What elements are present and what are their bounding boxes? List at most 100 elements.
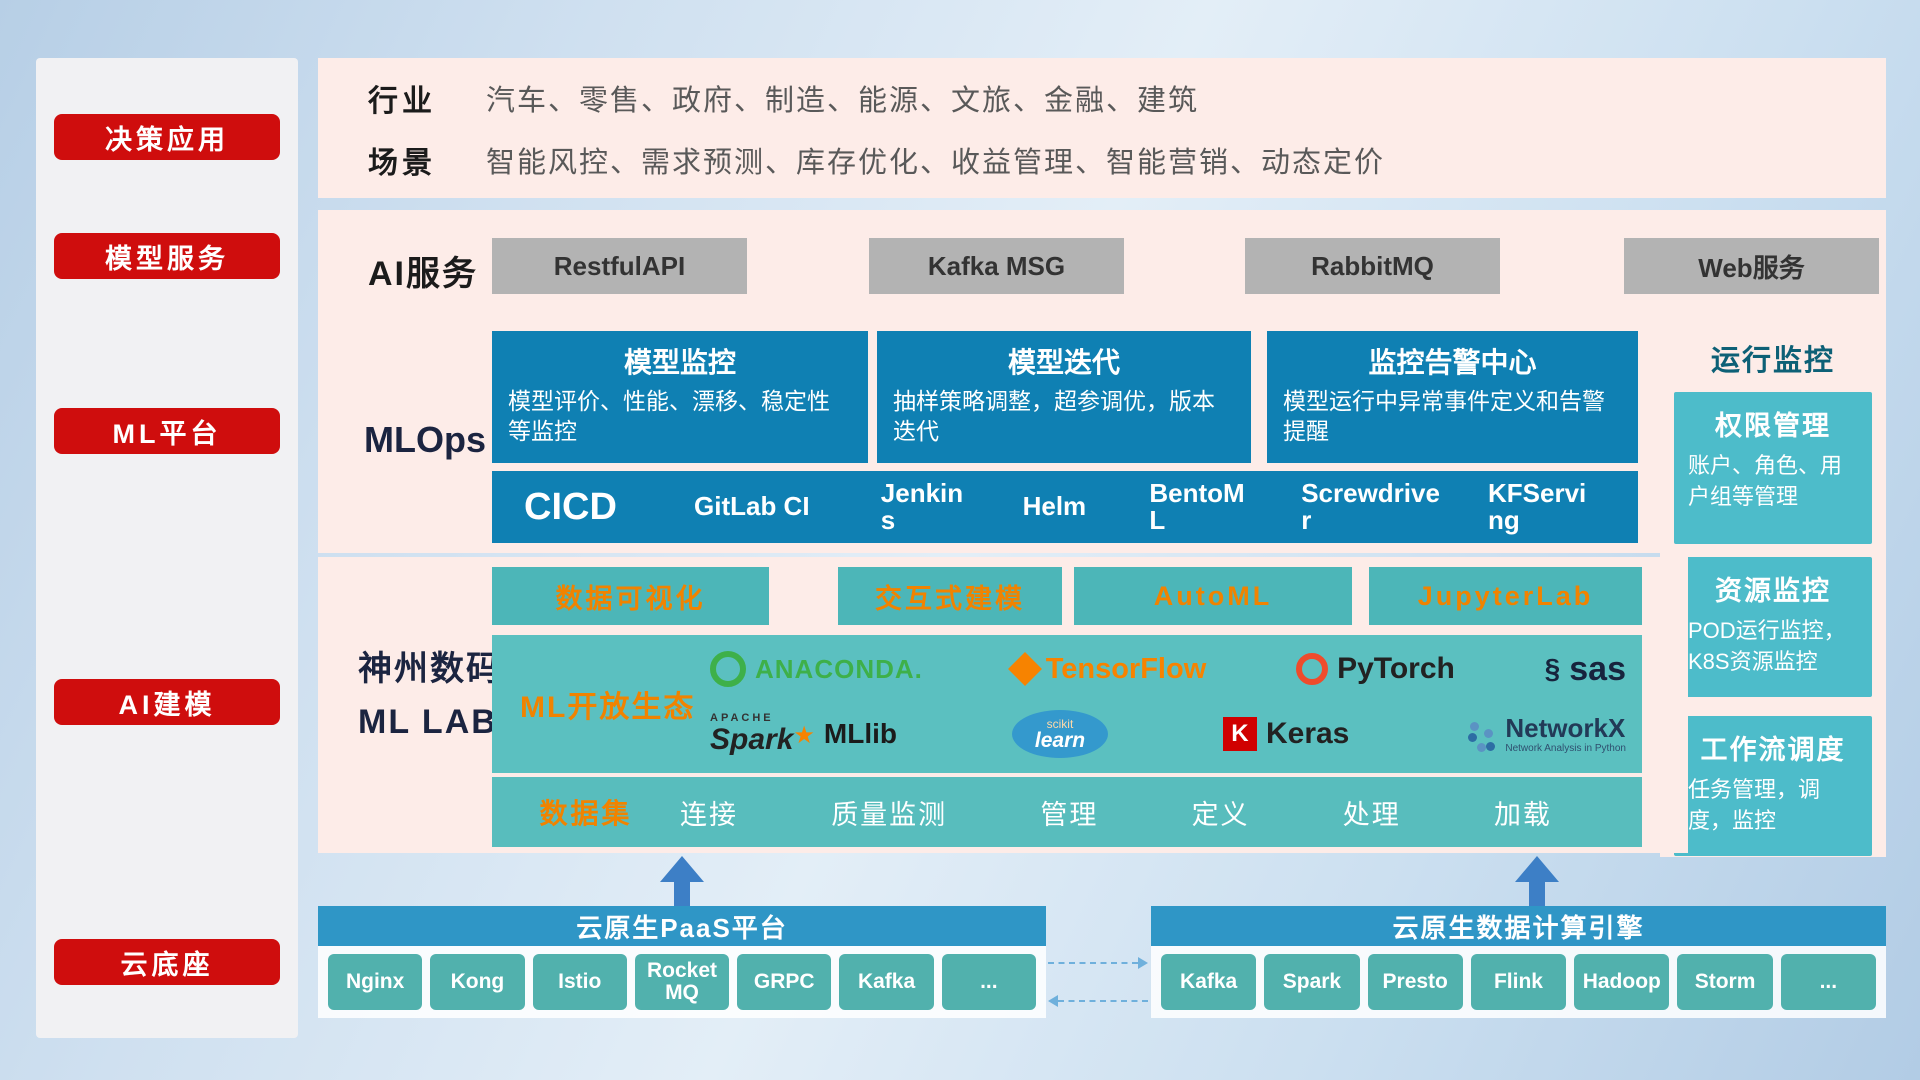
cicd-item-jenkins: Jenkins <box>880 477 964 535</box>
spark-star-icon: ★ <box>793 722 815 750</box>
up-arrow-right-stem <box>1529 880 1545 906</box>
learn-label: learn <box>1034 728 1086 752</box>
dataset-item-define: 定义 <box>1191 799 1250 830</box>
kafka-button[interactable]: Kafka <box>839 954 934 1010</box>
interactive-modeling-button[interactable]: 交互式建模 <box>838 567 1062 625</box>
paas-more-button[interactable]: ... <box>941 954 1036 1010</box>
sas-icon: § <box>1544 653 1561 685</box>
engine-tools-row: Kafka Spark Presto Flink Hadoop Storm ..… <box>1151 946 1886 1018</box>
apache-label: APACHE <box>710 712 774 725</box>
nginx-button[interactable]: Nginx <box>328 954 423 1010</box>
card-desc: 模型运行中异常事件定义和告警提醒 <box>1283 388 1605 444</box>
card-title: 工作流调度 <box>1700 735 1846 765</box>
mlops-label: MLOps <box>364 419 486 460</box>
tensorflow-label: TensorFlow <box>1045 652 1207 685</box>
industry-label: 行业 <box>368 85 436 118</box>
ml-ecosystem-logos: ANACONDA. TensorFlow PyTorch § sas <box>710 639 1626 769</box>
card-title: 资源监控 <box>1715 576 1831 606</box>
sidebar-item-decision-apps[interactable]: 决策应用 <box>54 114 280 160</box>
pytorch-logo: PyTorch <box>1296 652 1455 686</box>
scenario-content: 智能风控、需求预测、库存优化、收益管理、智能营销、动态定价 <box>486 147 1386 179</box>
scikit-learn-logo: scikit learn <box>1011 710 1108 759</box>
runtime-monitoring-title: 运行监控 <box>1710 345 1835 377</box>
anaconda-logo: ANACONDA. <box>710 651 923 688</box>
workflow-scheduling-card: 工作流调度 任务管理，调度，监控 <box>1674 716 1872 856</box>
ml-ecosystem-panel: ML开放生态 ANACONDA. TensorFlow PyTorch <box>492 635 1642 773</box>
card-desc: 抽样策略调整，超参调优，版本迭代 <box>893 388 1215 444</box>
networkx-subtitle: Network Analysis in Python <box>1505 743 1626 755</box>
engine-presto-button[interactable]: Presto <box>1367 954 1463 1010</box>
keras-logo: K Keras <box>1222 717 1350 752</box>
grpc-button[interactable]: GRPC <box>737 954 832 1010</box>
cicd-item-bentoml: BentoML <box>1149 477 1245 535</box>
cicd-bar: CICD GitLab CI Jenkins Helm BentoML Scre… <box>492 471 1638 543</box>
data-engine-bar: 云原生数据计算引擎 <box>1151 906 1886 946</box>
data-visualization-button[interactable]: 数据可视化 <box>492 567 769 625</box>
dataset-item-process: 处理 <box>1342 799 1401 830</box>
keras-label: Keras <box>1265 717 1350 751</box>
scikit-label: scikit <box>1046 716 1074 731</box>
istio-button[interactable]: Istio <box>532 954 627 1010</box>
pytorch-icon <box>1296 653 1329 686</box>
jupyterlab-button[interactable]: JupyterLab <box>1369 567 1642 625</box>
networkx-icon <box>1464 719 1496 749</box>
sidebar-item-cloud-base[interactable]: 云底座 <box>54 939 280 985</box>
alert-center-card: 监控告警中心 模型运行中异常事件定义和告警提醒 <box>1267 331 1638 463</box>
rocketmq-button[interactable]: RocketMQ <box>634 954 730 1010</box>
rabbitmq-button[interactable]: RabbitMQ <box>1245 238 1500 294</box>
sidebar-item-model-service[interactable]: 模型服务 <box>54 233 280 279</box>
anaconda-label: ANACONDA. <box>755 653 923 684</box>
pytorch-label: PyTorch <box>1337 652 1455 686</box>
automl-button[interactable]: AutoML <box>1074 567 1352 625</box>
card-desc: 账户、角色、用户组等管理 <box>1688 453 1843 509</box>
industry-content: 汽车、零售、政府、制造、能源、文旅、金融、建筑 <box>486 85 1200 117</box>
card-desc: 模型评价、性能、漂移、稳定性等监控 <box>508 388 830 444</box>
sas-label: sas <box>1569 649 1626 688</box>
scenario-row: 场景 智能风控、需求预测、库存优化、收益管理、智能营销、动态定价 <box>368 138 1385 182</box>
engine-storm-button[interactable]: Storm <box>1677 954 1773 1010</box>
sas-logo: § sas <box>1545 650 1626 689</box>
cicd-items: GitLab CI Jenkins Helm BentoML Screwdriv… <box>654 477 1638 535</box>
cicd-item-kfserving: KFServing <box>1487 477 1587 535</box>
cicd-label: CICD <box>524 485 617 528</box>
dashed-arrow-left-line <box>1058 1000 1148 1002</box>
dashed-arrow-right-icon <box>1138 957 1148 969</box>
industry-panel: 行业 汽车、零售、政府、制造、能源、文旅、金融、建筑 场景 智能风控、需求预测、… <box>318 58 1886 198</box>
engine-flink-button[interactable]: Flink <box>1470 954 1567 1010</box>
restful-api-button[interactable]: RestfulAPI <box>492 238 747 294</box>
spark-logo: APACHE Spark★ MLlib <box>710 713 897 755</box>
dataset-item-quality: 质量监测 <box>831 799 948 830</box>
web-service-button[interactable]: Web服务 <box>1624 238 1879 294</box>
tensorflow-logo: TensorFlow <box>1007 652 1207 687</box>
sidebar-item-ai-modeling[interactable]: AI建模 <box>54 679 280 725</box>
industry-row: 行业 汽车、零售、政府、制造、能源、文旅、金融、建筑 <box>368 76 1199 120</box>
ml-lab-label-line2: ML LAB <box>358 702 498 741</box>
dataset-bar: 数据集 连接 质量监测 管理 定义 处理 加载 <box>492 777 1642 847</box>
engine-more-button[interactable]: ... <box>1780 954 1876 1010</box>
dashed-arrow-left-icon <box>1048 995 1058 1007</box>
ecosystem-row-2: APACHE Spark★ MLlib scikit learn K Keras <box>710 710 1626 759</box>
ai-service-panel: AI服务 RestfulAPI Kafka MSG RabbitMQ Web服务 <box>318 210 1886 322</box>
ecosystem-row-1: ANACONDA. TensorFlow PyTorch § sas <box>710 650 1626 689</box>
dataset-label: 数据集 <box>539 798 633 829</box>
cicd-item-screwdriver: Screwdriver <box>1301 477 1440 535</box>
scenario-label: 场景 <box>368 147 436 180</box>
networkx-label: NetworkX <box>1505 713 1626 744</box>
spark-label: Spark <box>710 723 794 757</box>
keras-icon: K <box>1222 717 1257 752</box>
up-arrow-right-icon <box>1515 856 1559 882</box>
engine-hadoop-button[interactable]: Hadoop <box>1574 954 1670 1010</box>
ai-service-label: AI服务 <box>368 255 478 293</box>
kafka-msg-button[interactable]: Kafka MSG <box>869 238 1124 294</box>
resource-monitoring-card: 资源监控 POD运行监控，K8S资源监控 <box>1674 557 1872 697</box>
up-arrow-left-icon <box>660 856 704 882</box>
networkx-logo: NetworkX Network Analysis in Python <box>1464 714 1626 754</box>
engine-spark-button[interactable]: Spark <box>1264 954 1360 1010</box>
sidebar-item-ml-platform[interactable]: ML平台 <box>54 408 280 454</box>
card-title: 模型迭代 <box>1007 347 1120 378</box>
engine-kafka-button[interactable]: Kafka <box>1161 954 1257 1010</box>
dataset-item-load: 加载 <box>1493 799 1552 830</box>
dataset-item-manage: 管理 <box>1040 799 1099 830</box>
kong-button[interactable]: Kong <box>430 954 525 1010</box>
